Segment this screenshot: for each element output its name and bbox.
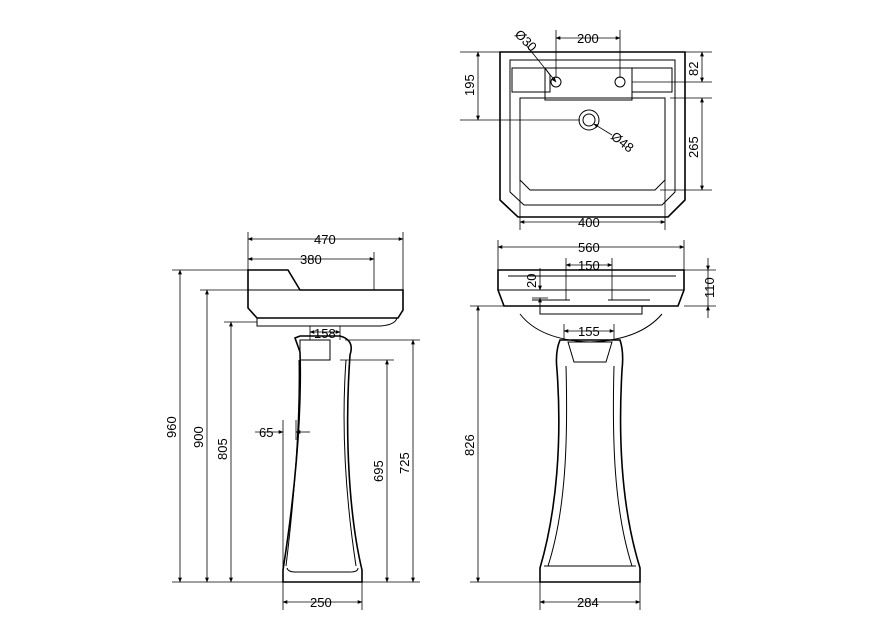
dim-400: 400 [578,215,600,230]
dim-900: 900 [191,426,206,448]
dim-20: 20 [524,274,539,288]
dim-150: 150 [578,258,600,273]
dim-470: 470 [314,232,336,247]
dim-380: 380 [300,252,322,267]
dim-155: 155 [578,324,600,339]
dim-265: 265 [686,136,701,158]
dim-65: 65 [259,425,273,440]
dim-hole-30: Ø30 [512,27,540,55]
front-view: 560 150 20 110 155 826 284 [462,240,717,610]
dim-waste-48: Ø48 [608,129,637,156]
dim-200: 200 [577,31,599,46]
side-view: 470 380 158 960 900 805 65 695 [164,232,420,610]
dim-560: 560 [578,240,600,255]
dim-826: 826 [462,434,477,456]
dim-110: 110 [702,277,717,298]
dim-158: 158 [314,326,336,341]
dim-250: 250 [310,595,332,610]
dim-695: 695 [371,460,386,482]
dim-284: 284 [577,595,599,610]
dim-725: 725 [397,452,412,474]
dim-805: 805 [215,438,230,460]
top-view: 200 Ø30 195 82 265 Ø48 400 [460,27,712,230]
dim-195: 195 [462,74,477,96]
dim-82: 82 [686,62,701,76]
dim-960: 960 [164,416,179,438]
